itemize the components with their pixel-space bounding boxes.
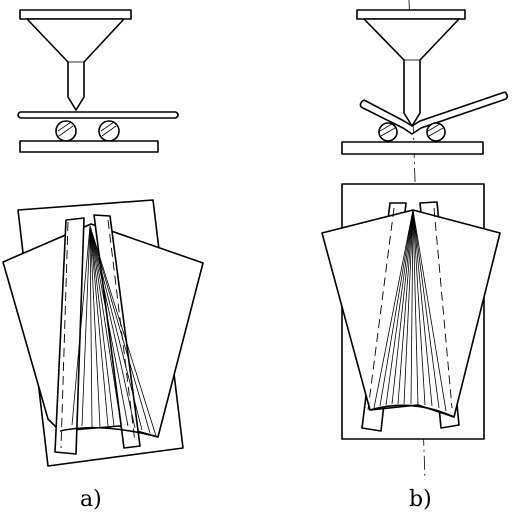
support-rollers-b [378, 122, 446, 142]
caption-b: b) [409, 487, 432, 512]
caption-a: a) [80, 487, 102, 512]
plan-view-a [2, 199, 204, 467]
plan-view-b [321, 183, 501, 440]
fan-lines-a [71, 225, 157, 437]
support-rollers-a [55, 120, 120, 142]
punch-b [356, 9, 466, 127]
sheet-flat-a [17, 111, 179, 119]
fan-lines-b [373, 209, 447, 412]
die-base-b [341, 141, 484, 155]
panel-a: a) [2, 9, 204, 512]
punch-a [19, 9, 132, 111]
die-base-a [19, 140, 159, 153]
sheet-bent-b [359, 91, 509, 135]
panel-b: b) [321, 0, 509, 512]
